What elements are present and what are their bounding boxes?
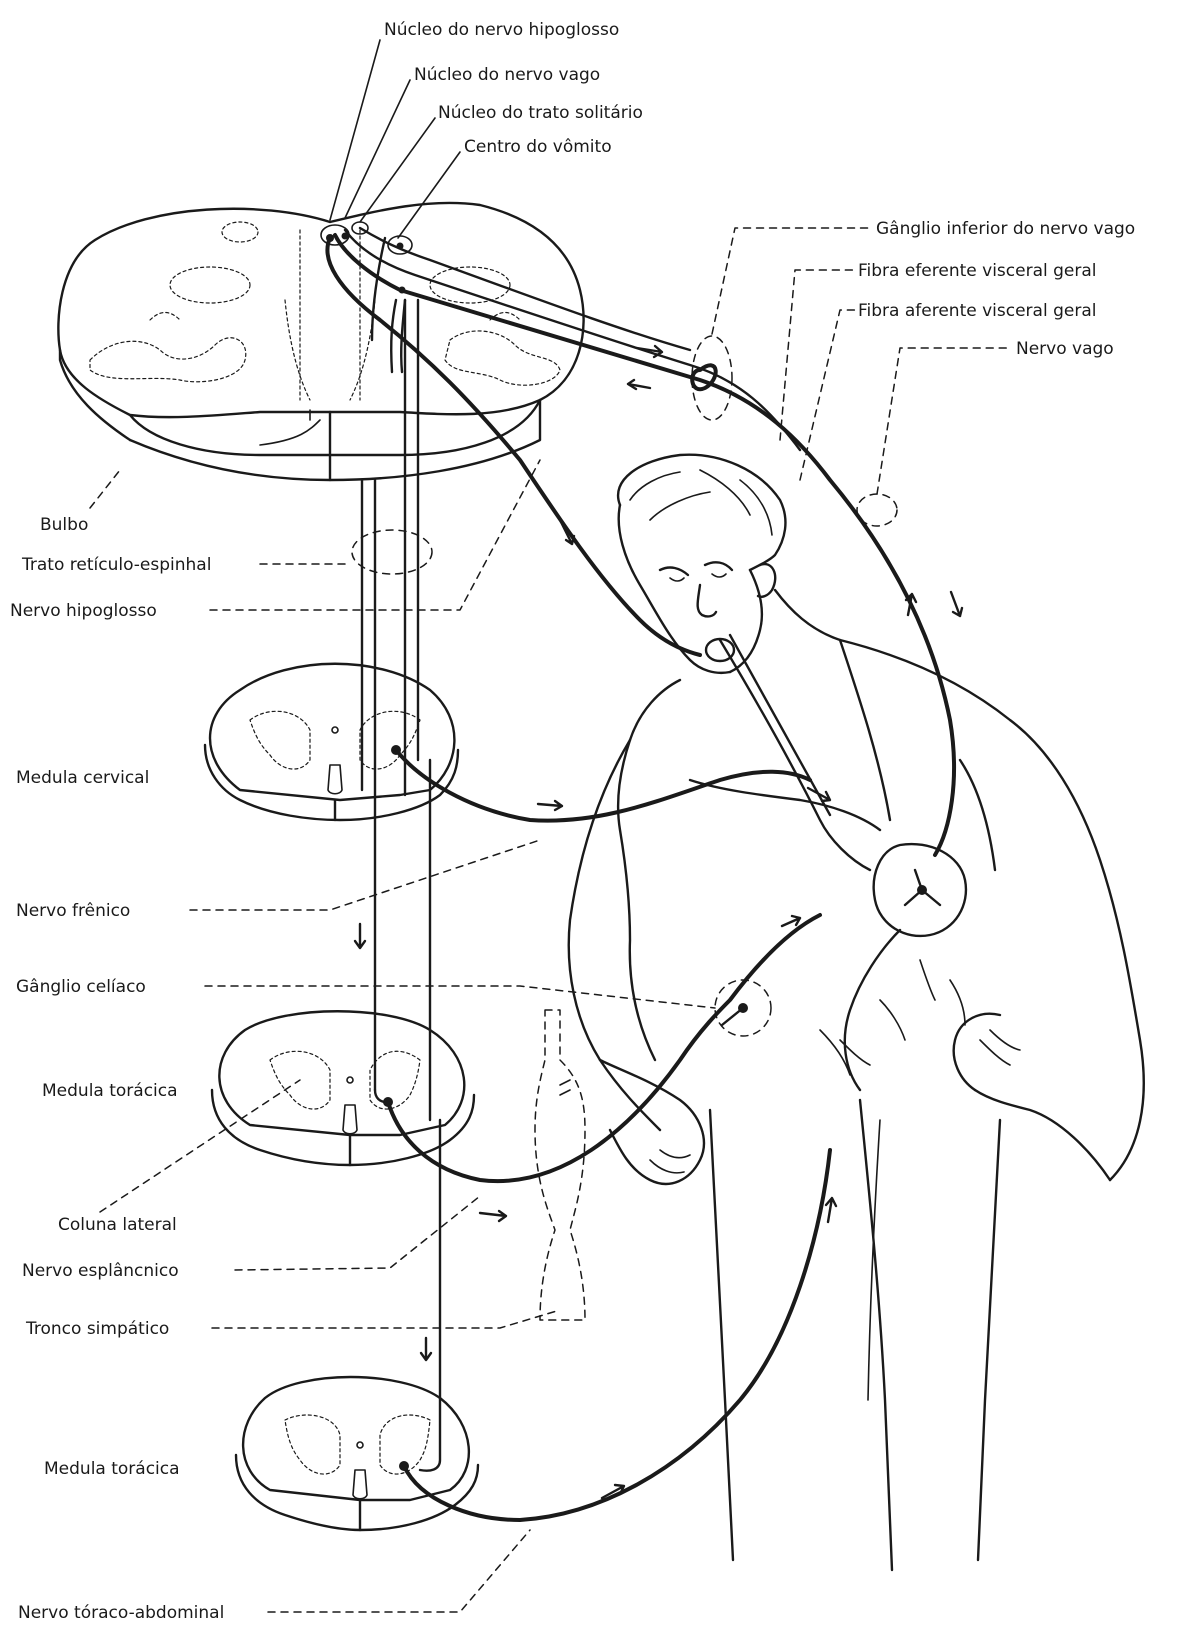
medula-toracica-1-section	[212, 1011, 474, 1165]
label-nervo-vago: Nervo vago	[1016, 339, 1114, 359]
label-nervo-hipoglosso: Nervo hipoglosso	[10, 601, 157, 621]
label-nervo-toraco-abdominal: Nervo tóraco-abdominal	[18, 1603, 224, 1623]
label-bulbo: Bulbo	[40, 515, 88, 535]
label-coluna-lateral: Coluna lateral	[58, 1215, 177, 1235]
bulbo-section	[58, 203, 583, 480]
label-ganglio-inferior-vago: Gânglio inferior do nervo vago	[876, 219, 1135, 239]
label-nucleo-vago: Núcleo do nervo vago	[414, 65, 600, 85]
label-fibra-eferente: Fibra eferente visceral geral	[858, 261, 1097, 281]
human-figure	[535, 455, 1144, 1570]
label-medula-cervical: Medula cervical	[16, 768, 149, 788]
label-medula-toracica-1: Medula torácica	[42, 1081, 178, 1101]
medula-toracica-2-section	[236, 1377, 478, 1530]
label-nervo-frenico: Nervo frênico	[16, 901, 130, 921]
reticulospinal-tracts	[352, 238, 440, 1471]
label-nucleo-trato-solitario: Núcleo do trato solitário	[438, 103, 643, 123]
label-nucleo-hipoglosso: Núcleo do nervo hipoglosso	[384, 20, 619, 40]
label-centro-vomito: Centro do vômito	[464, 137, 612, 157]
label-fibra-aferente: Fibra aferente visceral geral	[858, 301, 1096, 321]
label-medula-toracica-2: Medula torácica	[44, 1459, 180, 1479]
nerve-pathways	[327, 228, 954, 1520]
medula-cervical-section	[205, 664, 458, 820]
label-ganglio-celiaco: Gânglio celíaco	[16, 977, 146, 997]
label-nervo-esplancnico: Nervo esplâncnico	[22, 1261, 179, 1281]
label-tronco-simpatico: Tronco simpático	[25, 1319, 169, 1339]
direction-arrows	[355, 346, 962, 1498]
label-trato-reticulo: Trato retículo-espinhal	[21, 555, 211, 575]
